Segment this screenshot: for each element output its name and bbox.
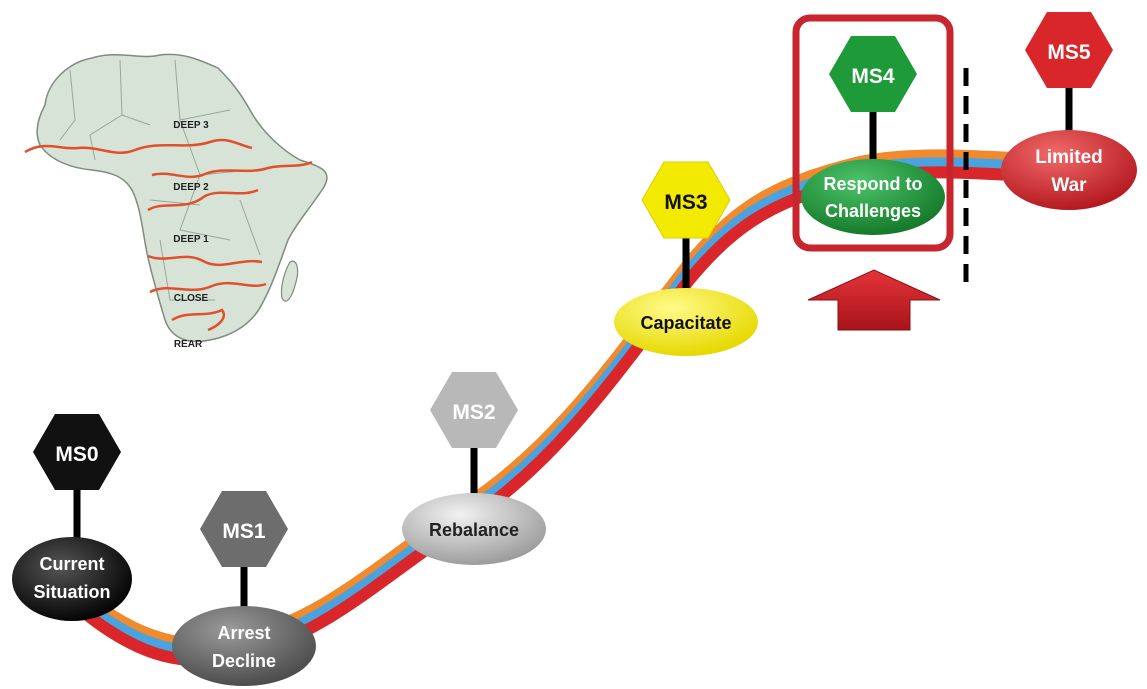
africa-map: [24, 53, 328, 343]
ms0-label: MS0: [55, 443, 98, 466]
milestone-ms1: MS1 Arrest Decline: [172, 491, 316, 686]
ms1-label: MS1: [222, 520, 266, 543]
phase-respond-line1: Respond to: [824, 174, 923, 194]
zone-label-close: CLOSE: [174, 293, 209, 304]
ms4-highlight-box: [792, 14, 954, 252]
milestone-ms3: MS3 Capacitate: [614, 161, 758, 356]
ms4-hexagon: [829, 36, 917, 112]
zone-label-deep-3: DEEP 3: [173, 120, 209, 131]
milestone-ms2: MS2 Rebalance: [402, 372, 546, 565]
phase-current-situation: [12, 537, 132, 621]
phase-arrest-decline: [172, 606, 316, 686]
milestone-ms4: MS4 Respond to Challenges: [801, 36, 945, 235]
phase-arrest-decline-line2: Decline: [212, 651, 276, 671]
up-arrow-icon: [807, 269, 941, 331]
phase-limited-war-line2: War: [1051, 175, 1087, 196]
phase-respond-line2: Challenges: [825, 201, 921, 221]
zone-label-rear: REAR: [174, 339, 203, 350]
ms0-hexagon: [33, 414, 121, 490]
phase-limited-war: [1001, 130, 1137, 210]
phase-current-situation-line1: Current: [39, 554, 104, 574]
phase-capacitate-label: Capacitate: [640, 313, 731, 333]
ms5-label: MS5: [1047, 41, 1091, 64]
zone-label-deep-1: DEEP 1: [173, 234, 209, 245]
ms5-hexagon: [1025, 12, 1113, 88]
phase-limited-war-line1: Limited: [1035, 147, 1103, 168]
phase-rebalance: [402, 493, 546, 565]
ms3-label: MS3: [664, 191, 707, 214]
zone-label-deep-2: DEEP 2: [173, 182, 209, 193]
phase-current-situation-line2: Situation: [34, 582, 111, 602]
ms2-label: MS2: [452, 401, 495, 424]
phase-rebalance-label: Rebalance: [429, 520, 519, 540]
milestone-ms0: MS0 Current Situation: [12, 414, 132, 621]
ms2-hexagon: [430, 372, 518, 448]
milestone-ms5: MS5 Limited War: [1001, 12, 1137, 210]
phase-capacitate: [614, 288, 758, 356]
madagascar-shape: [280, 260, 299, 302]
phase-arrest-decline-line1: Arrest: [217, 623, 270, 643]
phase-respond-to-challenges: [801, 159, 945, 235]
ms1-hexagon: [200, 491, 288, 567]
ms3-hexagon: [641, 161, 731, 239]
ms4-label: MS4: [851, 65, 895, 88]
